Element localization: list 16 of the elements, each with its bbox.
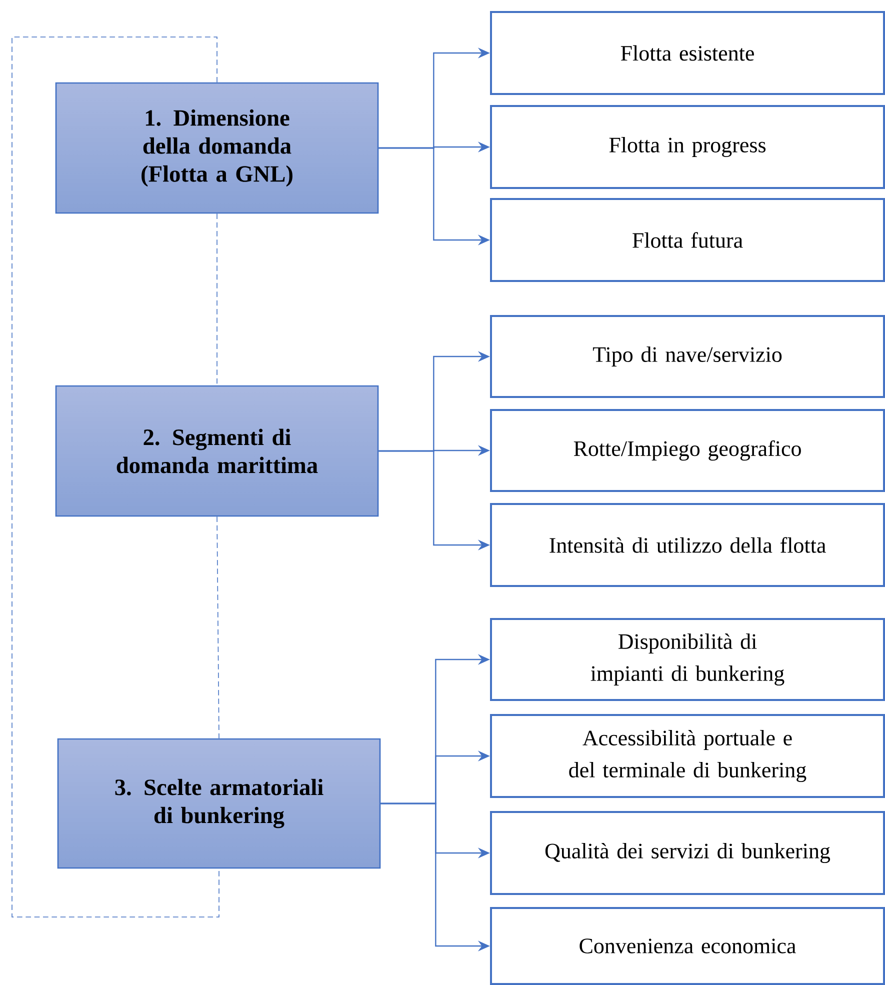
item-box: Flotta futura [490,198,885,282]
item-box: Tipo di nave/servizio [490,315,885,398]
item-box: Accessibilità portuale e del terminale di bunkering [490,714,885,798]
item-box: Convenienza economica [490,907,885,985]
dashed-connector [12,36,220,918]
item-box: Rotte/Impiego geografico [490,409,885,492]
item-box: Intensità di utilizzo della flotta [490,503,885,587]
dashed-connector [216,516,220,739]
item-box: Qualità dei servizi di bunkering [490,811,885,895]
category-box: 3. Scelte armatoriali di bunkering [57,738,381,869]
dashed-connector [216,213,218,386]
category-box: 2. Segmenti di domanda marittima [55,385,379,517]
item-box: Flotta esistente [490,11,885,95]
category-box: 1. Dimensione della domanda (Flotta a GNL) [55,82,379,214]
item-box: Flotta in progress [490,105,885,189]
item-box: Disponibilità di impianti di bunkering [490,618,885,701]
